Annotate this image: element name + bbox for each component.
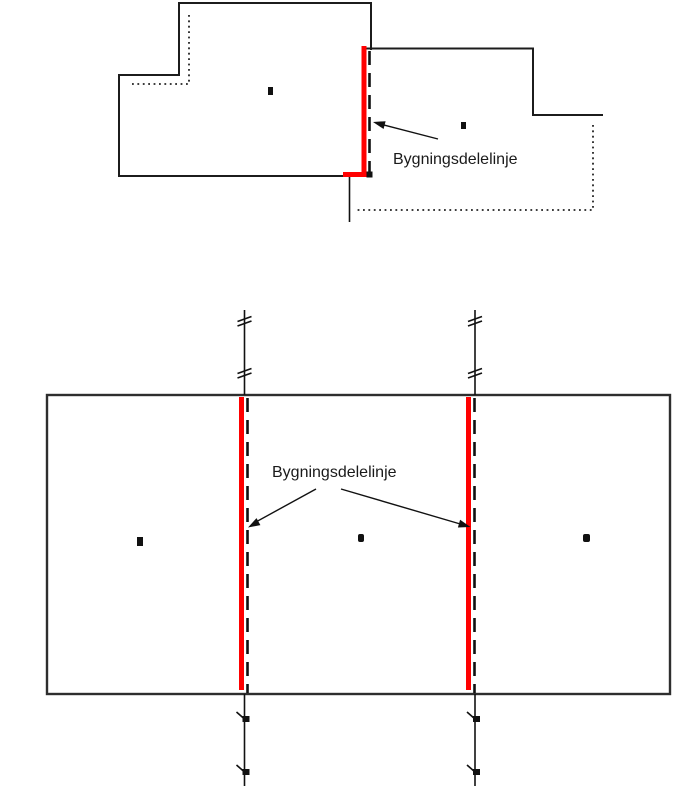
figure-offset-buildings: Bygningsdelelinje bbox=[118, 2, 603, 222]
label-arrowhead-icon bbox=[373, 121, 386, 129]
extension-arrow-marks bbox=[235, 711, 480, 775]
break-ticks bbox=[237, 315, 483, 379]
division-line-label: Bygningsdelelinje bbox=[393, 151, 518, 168]
label-leader-line-left bbox=[253, 488, 317, 524]
section-1-center-dot bbox=[137, 537, 143, 546]
right-building-hidden-edge bbox=[355, 125, 594, 211]
left-building-center-dot bbox=[268, 87, 273, 95]
division-line-label: Bygningsdelelinje bbox=[272, 464, 397, 481]
label-leader-line-right bbox=[340, 488, 463, 526]
corner-junction-mark bbox=[366, 171, 373, 178]
left-building-outline bbox=[118, 2, 372, 177]
building-rectangle-outline bbox=[45, 393, 672, 696]
right-building-outline bbox=[364, 47, 603, 116]
left-building-hidden-edge bbox=[132, 15, 190, 85]
label-arrowhead-left-icon bbox=[248, 518, 261, 528]
label-leader-line bbox=[379, 123, 439, 140]
label-arrowhead-right-icon bbox=[457, 519, 471, 528]
section-2-center-dot bbox=[358, 534, 364, 542]
section-3-center-dot bbox=[583, 534, 590, 542]
right-building-center-dot bbox=[461, 122, 466, 129]
figure-row-building: Bygningsdelelinje bbox=[45, 310, 672, 786]
